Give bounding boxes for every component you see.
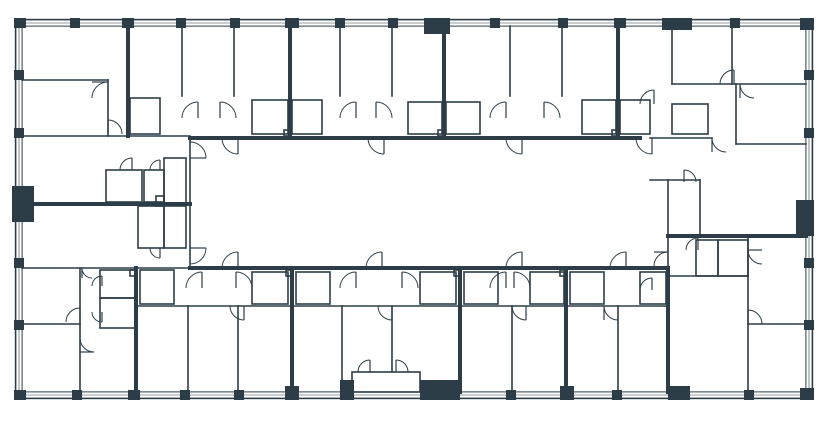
central-corridor	[188, 136, 670, 270]
bottom-offices	[21, 266, 670, 394]
right-wing	[649, 179, 808, 393]
door-swings	[65, 69, 763, 373]
facade-piers	[12, 18, 814, 400]
left-wing	[20, 157, 192, 269]
corridor-columns	[129, 129, 619, 277]
top-offices	[21, 24, 807, 145]
